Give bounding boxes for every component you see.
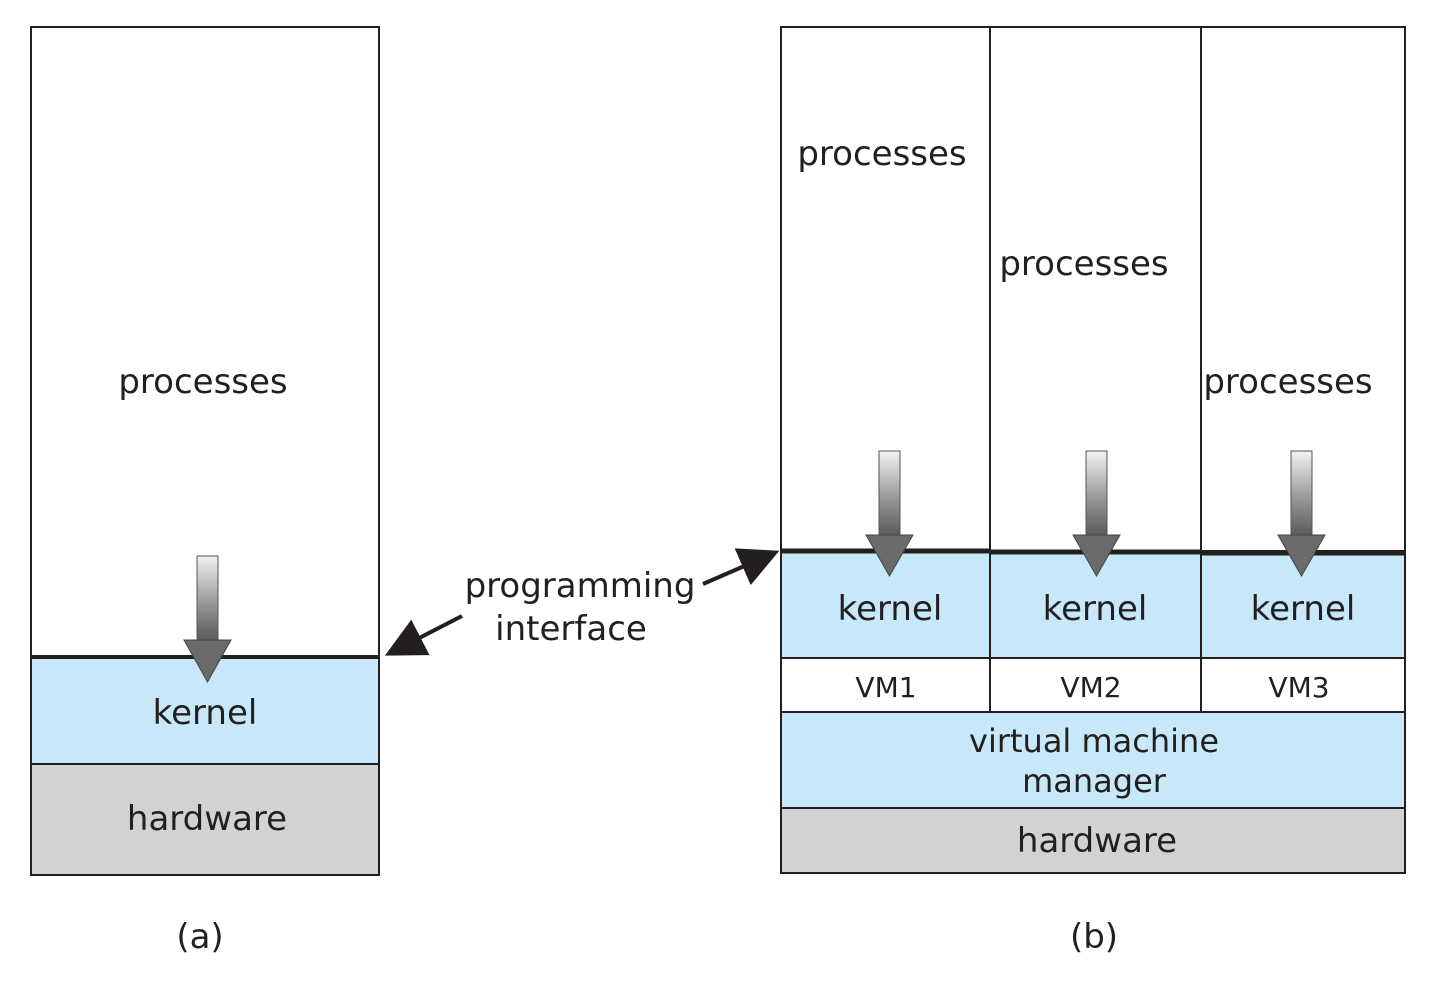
diagram-b-kernel-label-3: kernel [1251,589,1356,629]
diagram-b-processes-label-2: processes [999,244,1168,284]
diagram-b-kernel-label-1: kernel [838,589,943,629]
callout-arrow-left-icon [384,614,463,656]
diagram-b-syscall-arrow-icon-1 [865,450,914,578]
diagram-a-caption: (a) [176,917,223,957]
diagram-b-hardware-layer [780,807,1406,874]
diagram-b-vm-label-3: VM3 [1268,671,1329,704]
diagram-b-vm-cell-1 [780,657,991,713]
diagram-b-hardware-label: hardware [1017,821,1177,861]
diagram-b-vm-cell-2 [989,657,1202,713]
diagram-b-processes-label-1: processes [797,134,966,174]
diagram-b-vm-cell-3 [1200,657,1406,713]
callout-line-2: interface [495,609,647,649]
programming-interface-callout: programming interface [384,548,780,656]
diagram-b-caption: (b) [1070,917,1118,957]
diagram-b: processes processes processes kernel ker… [780,26,1406,957]
diagram-a-hardware-label: hardware [127,799,287,839]
diagram-b-vm-label-1: VM1 [855,671,916,704]
callout-arrow-right-icon [702,548,780,586]
diagram-b-syscall-arrow-icon-3 [1277,450,1326,578]
diagram-a-processes-area [30,26,380,658]
diagram-a-hardware-layer [30,763,380,876]
diagram-a-kernel-label: kernel [153,693,258,733]
diagram-a-processes-label: processes [118,362,287,402]
diagram-a: processes kernel hardware (a) [30,26,380,957]
diagram-b-vmm-label-line-2: manager [1022,762,1167,800]
diagram-b-vmm-label-line-1: virtual machine [969,722,1219,760]
diagram-b-kernel-label-2: kernel [1043,589,1148,629]
diagram-a-syscall-arrow-icon [183,555,232,684]
diagram-b-vm-label-2: VM2 [1060,671,1121,704]
diagram-b-processes-label-3: processes [1203,362,1372,402]
diagram-b-vmm-layer [780,711,1406,809]
callout-line-1: programming [465,566,696,606]
diagram-b-syscall-arrow-icon-2 [1072,450,1121,578]
